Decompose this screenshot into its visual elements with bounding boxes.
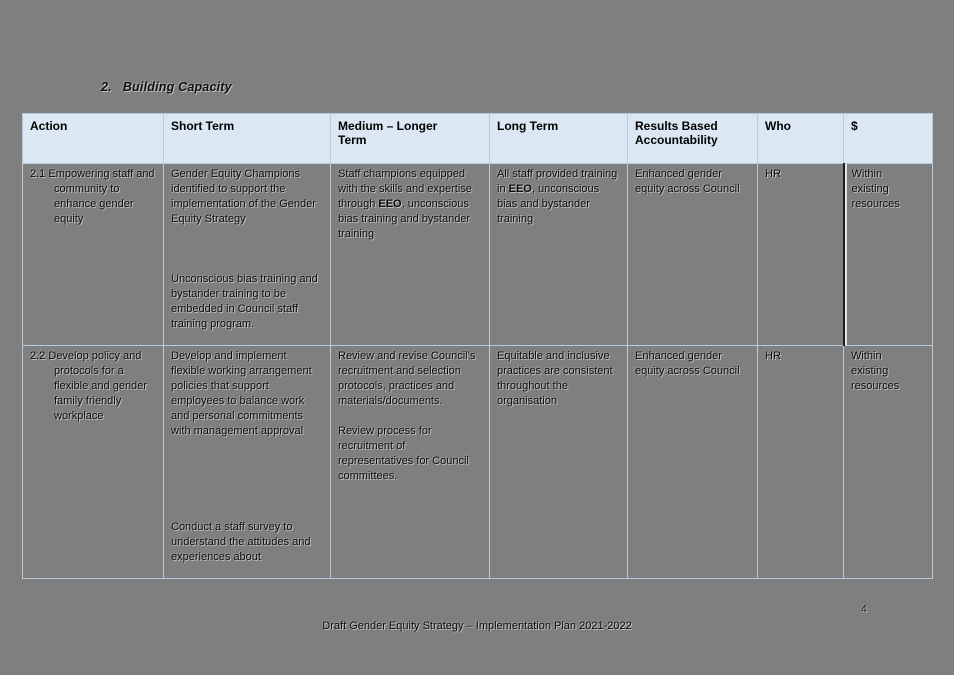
long-term-cell: All staff provided training in EEO, unco…	[489, 163, 628, 346]
results-cell: Enhanced gender equity across Council	[627, 345, 758, 579]
who-cell: HR	[757, 345, 844, 579]
col-header-short-term: Short Term	[163, 113, 331, 164]
table-row-2-2: 2.2 Develop policy and protocols for a f…	[22, 345, 933, 579]
table-header-row: Action Short Term Medium – Longer Term L…	[22, 113, 933, 164]
footer-text: Draft Gender Equity Strategy – Implement…	[322, 620, 632, 632]
who-cell: HR	[757, 163, 844, 346]
action-text: Develop policy and protocols for a flexi…	[48, 350, 147, 422]
cost-cell: Within existing resources	[842, 163, 933, 346]
action-number: 2.1	[30, 168, 46, 180]
col-header-long-term: Long Term	[489, 113, 628, 164]
implementation-plan-table: Action Short Term Medium – Longer Term L…	[22, 113, 933, 579]
long-term-cell: Equitable and inclusive practices are co…	[489, 345, 628, 579]
col-header-cost: $	[843, 113, 933, 164]
eeo-acronym: EEO	[508, 183, 532, 195]
short-term-cell: Gender Equity Champions identified to su…	[163, 163, 331, 346]
medium-term-cell: Review and revise Council’s recruitment …	[330, 345, 490, 579]
page-number: 4	[861, 603, 867, 615]
action-cell: 2.1 Empowering staff and community to en…	[22, 163, 164, 346]
medium-term-cell: Staff champions equipped with the skills…	[330, 163, 490, 346]
col-header-action: Action	[22, 113, 164, 164]
action-number: 2.2	[30, 350, 46, 362]
cost-cell: Within existing resources	[843, 345, 933, 579]
results-cell: Enhanced gender equity across Council	[627, 163, 758, 346]
action-cell: 2.2 Develop policy and protocols for a f…	[22, 345, 164, 579]
section-title-text: Building Capacity	[122, 80, 232, 94]
section-title: 2. Building Capacity	[101, 80, 232, 94]
action-text: Empowering staff and community to enhanc…	[48, 168, 155, 225]
table-row-2-1: 2.1 Empowering staff and community to en…	[22, 163, 933, 346]
col-header-medium-longer-term: Medium – Longer Term	[330, 113, 490, 164]
section-number: 2.	[101, 80, 112, 94]
eeo-acronym: EEO	[378, 198, 402, 210]
col-header-results-based-accountability: Results Based Accountability	[627, 113, 758, 164]
col-header-who: Who	[757, 113, 844, 164]
short-term-cell: Develop and implement flexible working a…	[163, 345, 331, 579]
